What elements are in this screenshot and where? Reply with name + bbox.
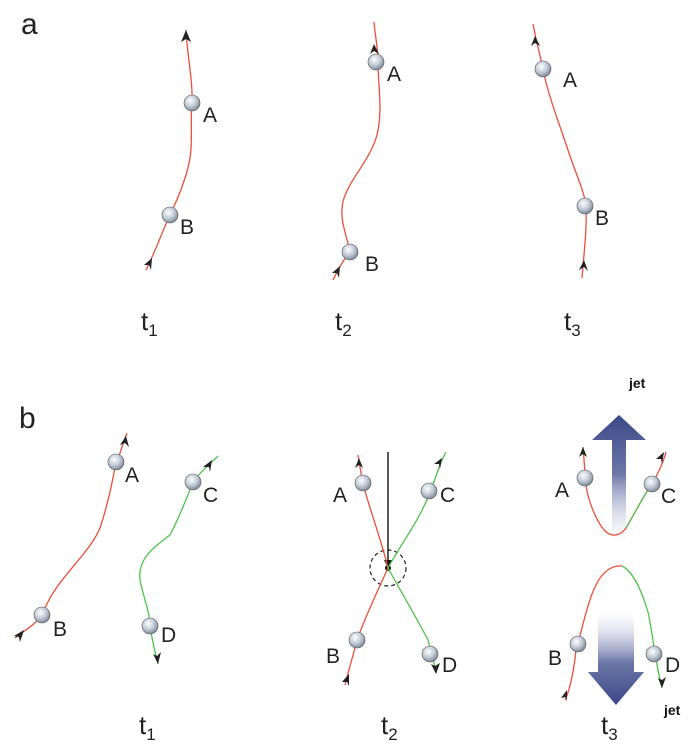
time-label-t2: t2	[335, 306, 352, 340]
label-b: B	[326, 645, 340, 668]
label-a: A	[203, 104, 217, 127]
arrow-head	[342, 674, 349, 686]
panel-a-t1: A B	[144, 29, 217, 271]
particle-b	[348, 631, 366, 649]
arrow-head	[561, 690, 567, 702]
arrow-head	[181, 30, 191, 42]
particle-a	[367, 53, 385, 71]
particle-d	[421, 645, 439, 663]
label-a: A	[387, 63, 401, 86]
arrow-head	[434, 458, 442, 469]
field-line-red	[532, 23, 587, 279]
particle-a	[107, 453, 125, 471]
label-b: B	[595, 207, 609, 230]
particle-c	[420, 482, 438, 500]
particle-b	[341, 243, 359, 261]
label-b: B	[548, 647, 562, 670]
arrow-head	[656, 452, 664, 464]
jet-arrow-down	[588, 610, 644, 705]
particle-b	[33, 606, 51, 624]
particle-d	[645, 645, 663, 663]
label-d: D	[665, 654, 680, 677]
time-label-t3: t3	[564, 306, 581, 340]
particle-b	[576, 197, 594, 215]
label-a: A	[125, 464, 139, 487]
panel-b-t3: A C B D jet jet	[548, 375, 681, 718]
label-c: C	[203, 484, 218, 507]
label-a: A	[563, 69, 577, 92]
field-line-green	[387, 451, 447, 673]
panel-a-t3: A B	[531, 23, 609, 279]
panel-label-b: b	[19, 402, 36, 435]
reconnection-region	[369, 549, 407, 587]
arrow-head	[370, 44, 379, 54]
arrow-head	[658, 677, 666, 688]
arrow-head	[579, 447, 587, 457]
time-label-t1: t1	[141, 306, 158, 340]
label-d: D	[161, 624, 176, 647]
particle-b	[161, 206, 179, 224]
arrow-head	[144, 258, 152, 270]
arrow-head	[203, 460, 212, 472]
panel-label-a: a	[21, 8, 38, 41]
field-line-red	[564, 565, 623, 701]
arrow-head	[120, 436, 129, 447]
panel-a-t2: A B	[332, 21, 401, 281]
label-c: C	[661, 485, 676, 508]
particle-b	[569, 635, 587, 653]
label-c: C	[440, 484, 455, 507]
jet-arrow-up	[592, 415, 646, 545]
field-line-green	[621, 565, 663, 689]
particle-a	[354, 474, 372, 492]
particle-d	[141, 617, 159, 635]
time-label-t3: t3	[601, 710, 618, 744]
label-a: A	[555, 479, 569, 502]
field-line-red	[145, 29, 193, 271]
arrow-head	[355, 458, 363, 468]
particle-c	[643, 475, 661, 493]
particle-a	[183, 94, 201, 112]
jet-label-top: jet	[628, 375, 646, 391]
arrow-head	[579, 260, 588, 271]
arrow-head	[153, 652, 161, 664]
panel-b-t2: A C B D	[326, 451, 457, 686]
label-b: B	[180, 216, 194, 239]
label-d: D	[442, 654, 457, 677]
jet-label-bottom: jet	[663, 702, 681, 718]
particle-a	[576, 469, 594, 487]
particle-a	[534, 60, 552, 78]
label-a: A	[333, 484, 347, 507]
particle-c	[184, 473, 202, 491]
arrow-head	[332, 266, 340, 278]
arrow-head	[431, 663, 440, 674]
label-b: B	[365, 253, 379, 276]
time-label-t1: t1	[139, 710, 156, 744]
panel-b-t1: A B C D	[14, 432, 219, 665]
time-label-t2: t2	[381, 710, 398, 744]
label-b: B	[53, 618, 67, 641]
arrow-head	[14, 630, 24, 642]
arrow-head	[531, 36, 540, 46]
